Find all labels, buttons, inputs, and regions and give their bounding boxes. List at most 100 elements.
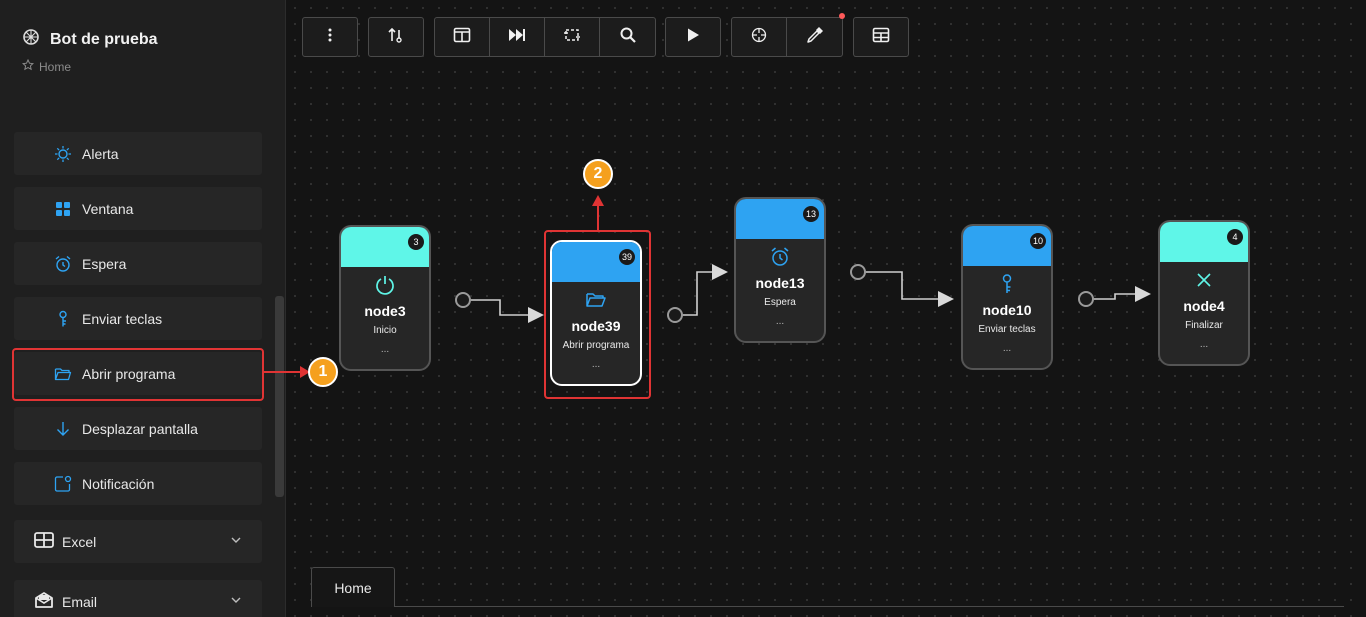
node-count-badge: 10	[1029, 233, 1046, 249]
node-name: node13	[755, 275, 805, 291]
folder-open-icon	[54, 365, 72, 383]
annotation-badge-1: 1	[308, 357, 338, 387]
play-icon	[686, 27, 700, 48]
sidebar-item-enviar-teclas[interactable]: Enviar teclas	[14, 297, 262, 340]
sidebar-item-espera[interactable]: Espera	[14, 242, 262, 285]
node13-output-port[interactable]	[850, 264, 866, 280]
node-subtitle: Enviar teclas	[978, 324, 1036, 335]
table-button[interactable]	[854, 18, 908, 56]
sidebar-item-desplazar-pantalla[interactable]: Desplazar pantalla	[14, 407, 262, 450]
eyedropper-button[interactable]	[787, 18, 842, 56]
sidebar-item-label: Ventana	[82, 200, 134, 217]
sidebar-item-label: Abrir programa	[82, 365, 176, 382]
node39-output-port[interactable]	[667, 307, 683, 323]
arrow-down-icon	[54, 420, 72, 438]
scan-icon	[563, 27, 581, 48]
target-button[interactable]	[732, 18, 787, 56]
eyedropper-icon	[806, 26, 824, 49]
sidebar-scrollbar[interactable]	[275, 296, 284, 497]
node-subtitle: Inicio	[373, 325, 397, 336]
search-icon	[619, 26, 637, 49]
key-icon	[54, 310, 72, 328]
table-icon	[34, 531, 54, 552]
more-vertical-icon	[322, 27, 338, 48]
mail-icon	[34, 591, 54, 612]
flow-node-node39[interactable]: 39 node39 Abrir programa ...	[550, 240, 642, 386]
flow-node-node10[interactable]: 10 node10 Enviar teclas ...	[961, 224, 1053, 370]
skip-forward-button[interactable]	[490, 18, 545, 56]
app-title-text: Bot de prueba	[50, 30, 158, 48]
layout-button[interactable]	[435, 18, 490, 56]
table-icon	[872, 27, 890, 48]
sidebar-item-label: Enviar teclas	[82, 310, 163, 327]
tab-home[interactable]: Home	[311, 567, 395, 607]
app-title: Bot de prueba	[22, 28, 158, 51]
node-count-badge: 39	[618, 249, 635, 265]
sidebar-item-alerta[interactable]: Alerta	[14, 132, 262, 175]
grid-icon	[54, 200, 72, 218]
node-subtitle: Finalizar	[1185, 320, 1223, 331]
sidebar-group-email[interactable]: Email	[14, 580, 262, 617]
node-subtitle: Espera	[764, 297, 796, 308]
node-count-badge: 3	[408, 234, 424, 250]
sun-icon	[54, 145, 72, 163]
node-more: ...	[591, 359, 601, 370]
notification-dot	[839, 13, 845, 19]
more-button[interactable]	[303, 18, 357, 56]
search-button[interactable]	[600, 18, 655, 56]
sidebar: Bot de prueba Home Alerta Ventana Espera…	[0, 0, 286, 617]
sidebar-item-notificacion[interactable]: Notificación	[14, 462, 262, 505]
play-button[interactable]	[666, 18, 720, 56]
tab-bar-divider	[394, 606, 1344, 607]
key-icon	[963, 272, 1051, 296]
notification-icon	[54, 475, 72, 493]
skip-forward-icon	[508, 28, 526, 47]
flow-node-node13[interactable]: 13 node13 Espera ...	[734, 197, 826, 343]
node-more: ...	[380, 344, 390, 355]
node-more: ...	[1199, 339, 1209, 350]
node-name: node39	[571, 318, 621, 334]
bot-wheel-icon	[22, 28, 40, 51]
power-icon	[341, 273, 429, 297]
close-icon	[1160, 268, 1248, 292]
scan-button[interactable]	[545, 18, 600, 56]
toolbar-group-sort	[368, 17, 424, 57]
sidebar-item-label: Alerta	[82, 145, 119, 162]
alarm-clock-icon	[736, 245, 824, 269]
layout-icon	[453, 27, 471, 48]
node-name: node10	[982, 302, 1032, 318]
toolbar-group-run	[665, 17, 721, 57]
node-subtitle: Abrir programa	[562, 340, 630, 351]
toolbar-group-view	[434, 17, 656, 57]
toolbar-group-menu	[302, 17, 358, 57]
target-icon	[750, 26, 768, 49]
sidebar-item-label: Desplazar pantalla	[82, 420, 198, 437]
sidebar-item-ventana[interactable]: Ventana	[14, 187, 262, 230]
node-count-badge: 13	[802, 206, 819, 222]
folder-open-icon	[552, 288, 640, 312]
sidebar-group-label: Email	[62, 593, 98, 610]
breadcrumb-home[interactable]: Home	[39, 59, 72, 74]
chevron-down-icon[interactable]	[230, 593, 242, 609]
node-name: node4	[1183, 298, 1225, 314]
annotation-highlight-box	[544, 230, 651, 399]
sort-icon	[387, 26, 405, 49]
star-icon[interactable]	[21, 58, 35, 74]
alarm-clock-icon	[54, 255, 72, 273]
sort-button[interactable]	[369, 18, 423, 56]
flow-node-node4[interactable]: 4 node4 Finalizar ...	[1158, 220, 1250, 366]
node10-output-port[interactable]	[1078, 291, 1094, 307]
sidebar-group-excel[interactable]: Excel	[14, 520, 262, 563]
sidebar-item-label: Notificación	[82, 475, 155, 492]
toolbar-group-tools	[731, 17, 843, 57]
flow-node-node3[interactable]: 3 node3 Inicio ...	[339, 225, 431, 371]
sidebar-group-label: Excel	[62, 533, 97, 550]
node-name: node3	[364, 303, 406, 319]
chevron-down-icon[interactable]	[230, 533, 242, 549]
node-count-badge: 4	[1227, 229, 1243, 245]
annotation-highlight-box	[12, 348, 264, 401]
node3-output-port[interactable]	[455, 292, 471, 308]
sidebar-item-abrir-programa[interactable]: Abrir programa	[14, 352, 262, 395]
breadcrumb[interactable]: Home	[21, 58, 72, 74]
annotation-badge-2: 2	[583, 159, 613, 189]
